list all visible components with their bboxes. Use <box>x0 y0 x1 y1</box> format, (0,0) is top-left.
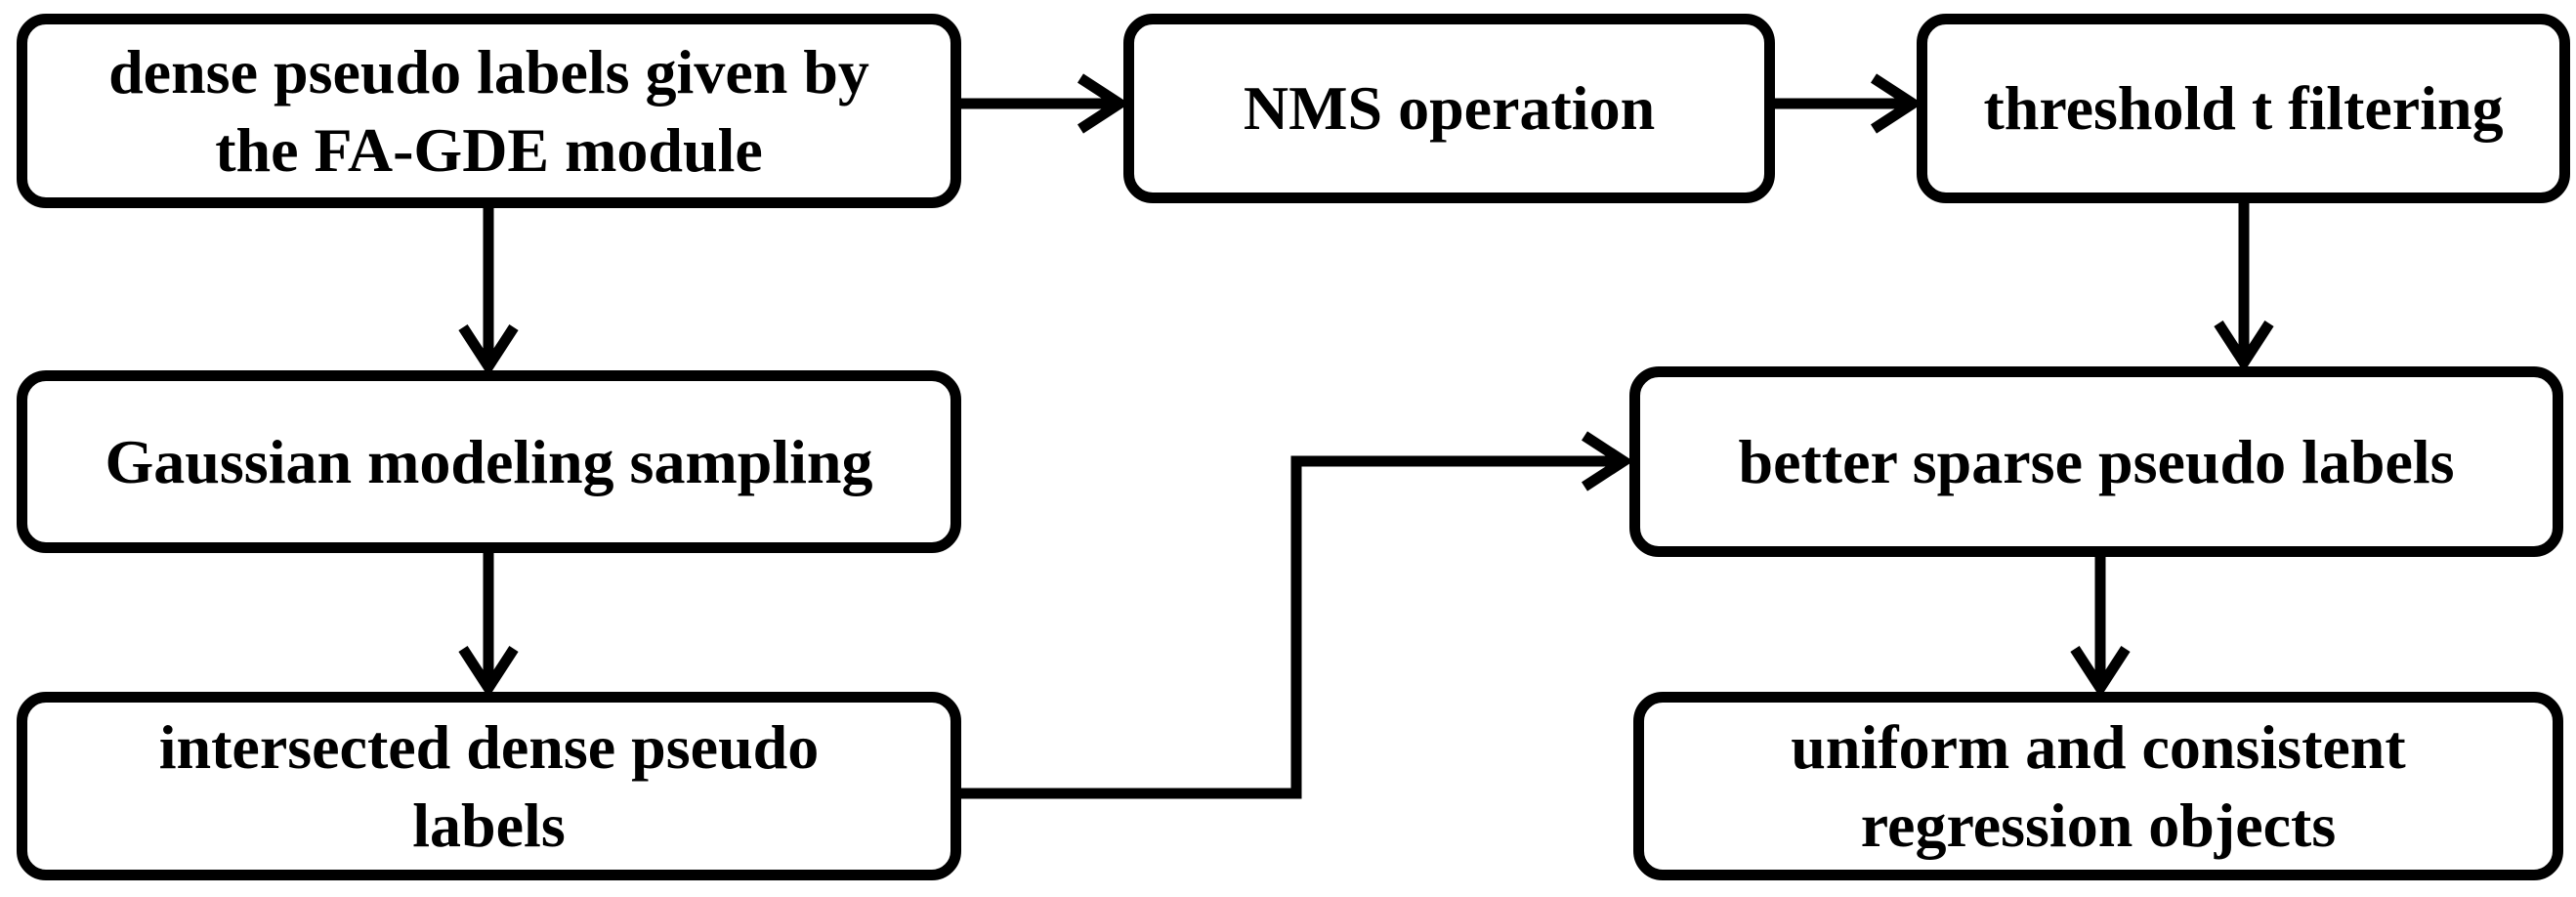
node-label: NMS operation <box>1243 73 1656 143</box>
node-dense-pseudo-labels: dense pseudo labels given by the FA-GDE … <box>17 14 961 208</box>
node-better-sparse-pseudo-labels: better sparse pseudo labels <box>1629 366 2563 557</box>
node-label: better sparse pseudo labels <box>1738 426 2455 496</box>
node-label: intersected dense pseudo labels <box>158 711 820 860</box>
node-label: Gaussian modeling sampling <box>105 426 873 496</box>
node-threshold-filtering: threshold t filtering <box>1917 14 2570 203</box>
node-label: uniform and consistent regression object… <box>1791 711 2406 860</box>
node-gaussian-modeling-sampling: Gaussian modeling sampling <box>17 370 961 553</box>
node-label: dense pseudo labels given by the FA-GDE … <box>108 36 869 185</box>
node-label: threshold t filtering <box>1983 73 2504 143</box>
edge-intersected-to-better <box>961 431 1634 799</box>
node-nms-operation: NMS operation <box>1123 14 1775 203</box>
node-intersected-dense-pseudo-labels: intersected dense pseudo labels <box>17 692 961 880</box>
node-uniform-consistent-regression-objects: uniform and consistent regression object… <box>1633 692 2563 880</box>
